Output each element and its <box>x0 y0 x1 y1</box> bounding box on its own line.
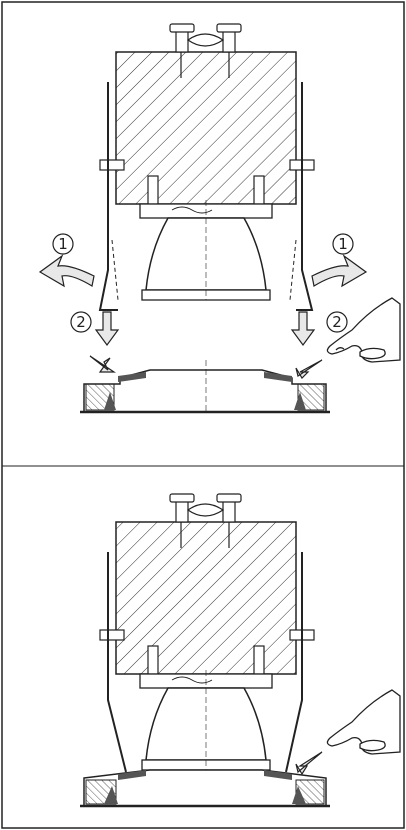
ceiling-block-installed <box>115 521 297 675</box>
ceiling-block <box>115 51 297 205</box>
pointer-arrow-left <box>89 355 116 373</box>
hand-illustration-bottom <box>326 689 401 755</box>
hand-illustration-top <box>326 297 401 363</box>
spring-clips-installed <box>107 552 303 773</box>
svg-text:1: 1 <box>58 235 68 253</box>
step-marker-2-right: 2 <box>326 311 348 333</box>
down-arrow-right <box>290 311 316 347</box>
top-clamp-installed <box>169 493 242 548</box>
trim-ring-top <box>80 360 330 414</box>
down-arrow-left <box>94 311 120 347</box>
svg-text:1: 1 <box>338 235 348 253</box>
top-panel: 1 1 2 2 <box>38 23 401 414</box>
svg-text:2: 2 <box>76 313 86 331</box>
rotate-arrow-right <box>311 254 368 288</box>
top-clamp <box>169 23 242 78</box>
pointer-arrow-installed <box>295 751 323 776</box>
bottom-panel <box>80 493 401 808</box>
trim-ring-installed <box>80 769 330 808</box>
pointer-arrow-right <box>295 359 323 379</box>
svg-text:2: 2 <box>332 313 342 331</box>
rotate-arrow-left <box>38 254 95 288</box>
step-marker-1-left: 1 <box>52 233 74 255</box>
step-marker-2-left: 2 <box>70 311 92 333</box>
spring-clips <box>98 82 314 311</box>
step-marker-1-right: 1 <box>332 233 354 255</box>
